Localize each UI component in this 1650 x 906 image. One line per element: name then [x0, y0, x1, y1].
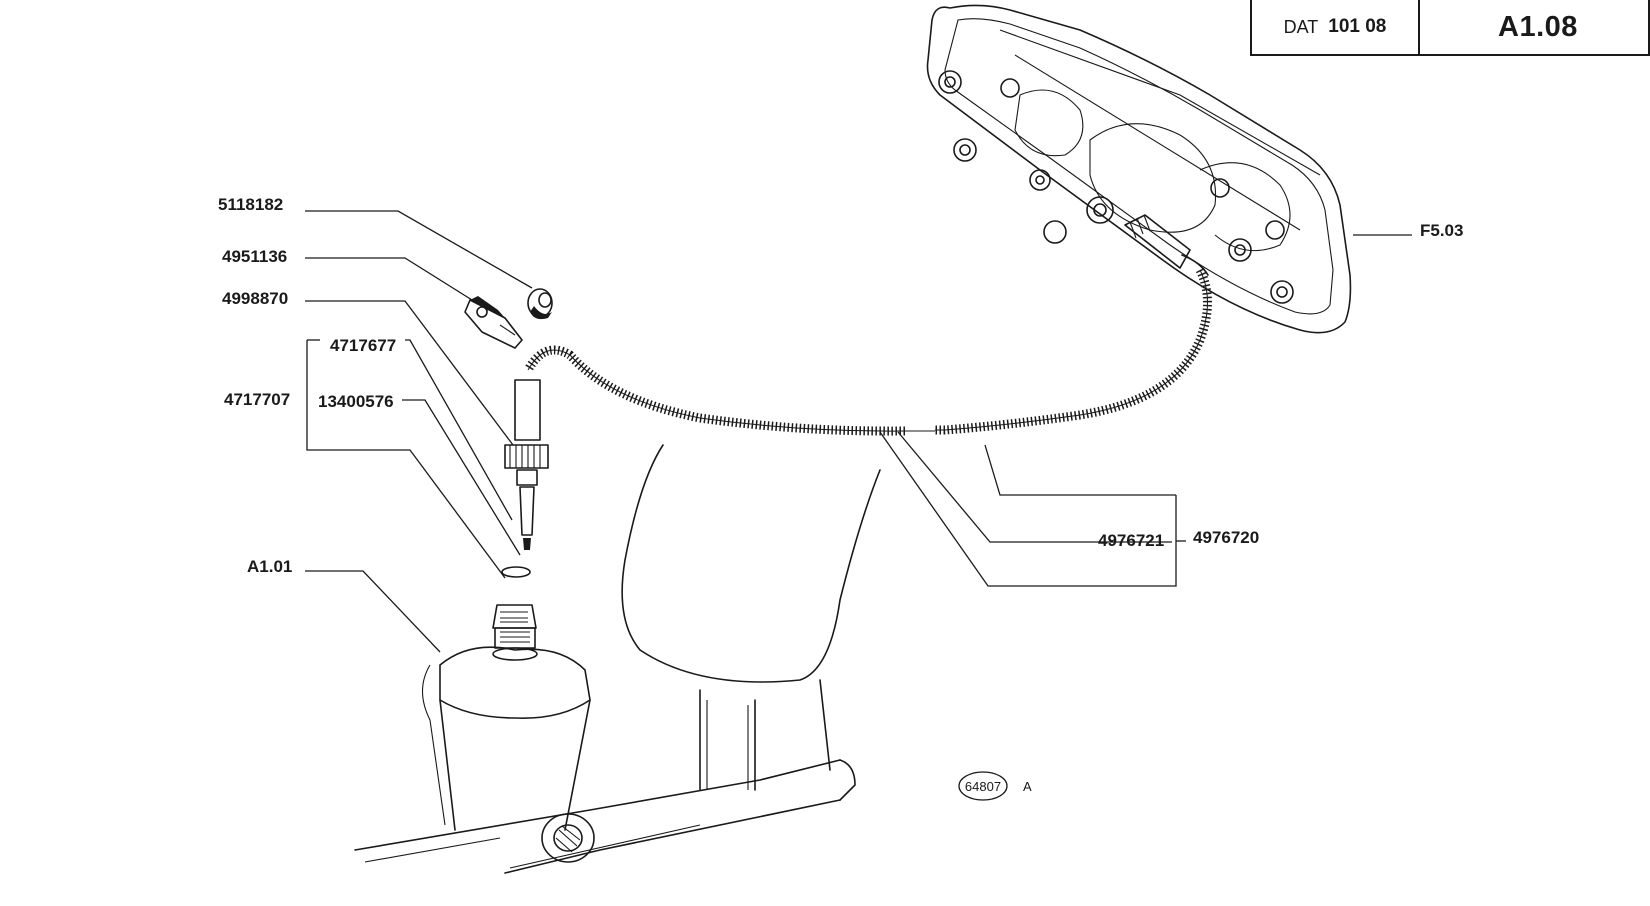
label-A1-01: A1.01	[247, 557, 292, 576]
figure-number: 64807	[965, 779, 1001, 794]
cable-end-assembly	[501, 379, 549, 578]
label-5118182: 5118182	[218, 195, 283, 214]
label-4976720: 4976720	[1193, 528, 1259, 547]
label-4951136: 4951136	[222, 247, 287, 266]
reference-page-cell: A1.08	[1420, 0, 1648, 54]
label-4717707: 4717707	[224, 390, 290, 409]
speedometer-cable	[524, 267, 1212, 436]
figure-number-badge: 64807 A	[958, 771, 1032, 801]
reference-code: 101 08	[1328, 16, 1387, 37]
label-13400576: 13400576	[318, 392, 394, 411]
reference-box: DAT 101 08 A1.08	[1250, 0, 1650, 56]
figure-suffix: A	[1023, 779, 1032, 794]
gearbox-housing	[354, 444, 881, 874]
label-4717677: 4717677	[330, 336, 396, 355]
label-F5-03: F5.03	[1420, 221, 1463, 240]
reference-page: A1.08	[1498, 10, 1578, 43]
leader-lines	[305, 210, 1412, 653]
cable-clip	[464, 296, 523, 349]
reference-code-cell: DAT 101 08	[1252, 0, 1420, 54]
label-4976721: 4976721	[1098, 531, 1164, 550]
clip-bush	[527, 288, 553, 320]
reference-prefix: DAT	[1283, 16, 1319, 37]
label-4998870: 4998870	[222, 289, 288, 308]
instrument-cluster	[926, 4, 1352, 334]
